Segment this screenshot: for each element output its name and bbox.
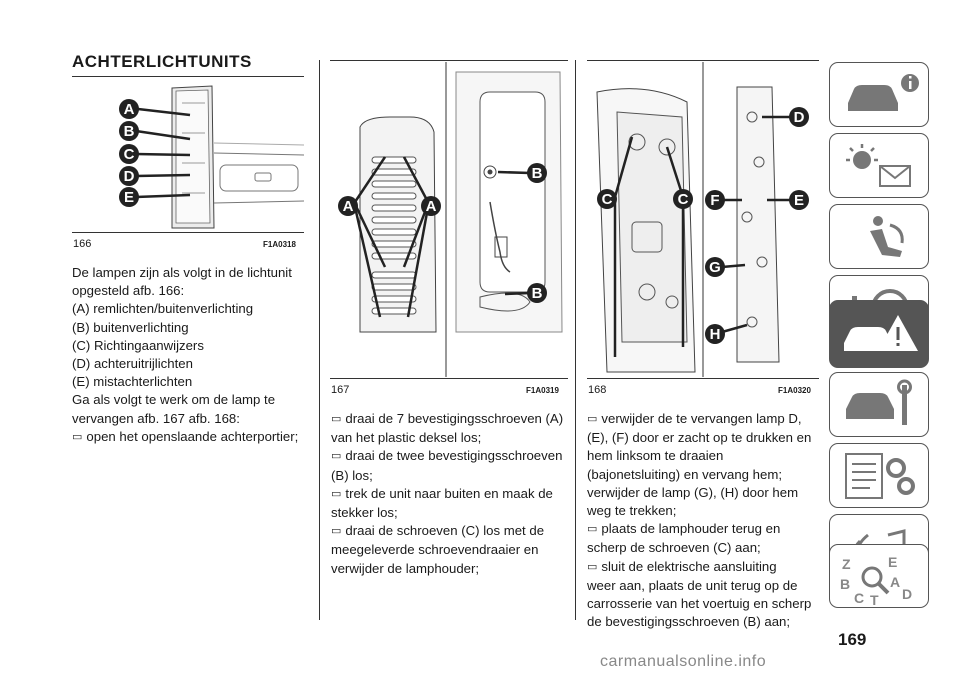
figure-168: C C D E F G H [587, 62, 819, 377]
car-breakdown-icon [844, 315, 918, 351]
tab-index[interactable]: Z E B A C T D [829, 544, 929, 608]
warning-lights-icon [846, 144, 911, 187]
column-1-text: De lampen zijn als volgt in de lichtunit… [72, 264, 312, 447]
index-letter: C [854, 590, 864, 606]
figure-166: A B C D E [72, 83, 305, 230]
tab-maintenance[interactable] [829, 372, 929, 437]
lamp-list-item: (C) Richtingaanwijzers [72, 337, 204, 353]
lamp-list-item: (E) mistachterlichten [72, 374, 193, 390]
figure-number: 166 [73, 238, 92, 250]
fig166-label: B [124, 123, 135, 140]
fig166-label: D [124, 168, 135, 185]
figure-code: F1A0320 [778, 386, 811, 395]
seat-airbag-icon [870, 216, 904, 257]
index-letter: A [890, 574, 900, 590]
figure-code: F1A0318 [263, 240, 296, 249]
technical-data-icon [845, 453, 915, 499]
index-letter: E [888, 554, 897, 570]
procedure-step: draai de schroeven (C) los met de meegel… [331, 522, 569, 578]
index-letter: Z [842, 556, 851, 572]
procedure-step: draai de twee bevestigingsschroeven (B) … [331, 447, 569, 484]
column-3-text: verwijder de te vervangen lamp D, (E), (… [587, 410, 819, 631]
fig168-label: C [602, 191, 613, 208]
procedure-step: open het openslaande achterportier; [72, 428, 312, 447]
figure-rule [330, 378, 568, 379]
index-letter: B [840, 576, 850, 592]
procedure-step: sluit de elektrische aansluiting [587, 558, 819, 577]
fig166-label: A [124, 101, 135, 118]
figure-rule [72, 232, 304, 233]
procedure-step: draai de 7 bevestigingsschroeven (A) van… [331, 410, 569, 447]
page-number: 169 [838, 630, 867, 649]
procedure-step: trek de unit naar buiten en maak de stek… [331, 485, 569, 522]
tab-emergency[interactable] [829, 300, 929, 368]
procedure-step: verwijder de te vervangen lamp D, (E), (… [587, 410, 819, 520]
figure-167: A A B B [330, 62, 568, 377]
fig168-label: D [794, 109, 805, 126]
fig167-label: B [532, 285, 543, 302]
fig167-label: A [426, 198, 437, 215]
title-rule [72, 76, 304, 77]
index-letter: T [870, 592, 879, 607]
figure-167-illustration: A A B B [338, 62, 563, 377]
section-title: ACHTERLICHTUNITS [72, 52, 252, 71]
car-maintenance-icon [846, 379, 912, 425]
figure-rule [587, 60, 819, 61]
footer-watermark: carmanualsonline.info [600, 653, 767, 670]
fig166-label: E [124, 189, 134, 206]
tab-car-info[interactable] [829, 62, 929, 127]
figure-166-illustration: A B C D E [72, 83, 305, 230]
lamp-list-item: (D) achteruitrijlichten [72, 356, 193, 372]
index-letter: D [902, 586, 912, 602]
figure-number: 168 [588, 384, 607, 396]
fig168-label: E [794, 192, 804, 209]
lamp-list-item: (B) buitenverlichting [72, 319, 189, 335]
car-info-icon [848, 74, 919, 111]
fig168-label: H [710, 326, 721, 343]
figure-168-illustration: C C D E F G H [596, 62, 809, 377]
alphabetical-index-icon: Z E B A C T D [840, 554, 912, 607]
procedure-step: plaats de lamphouder terug en scherp de … [587, 520, 819, 557]
procedure-continuation: weer aan, plaats de unit terug op de car… [587, 577, 812, 630]
procedure-intro: Ga als volgt te werk om de lamp te verva… [72, 392, 276, 426]
figure-rule [330, 60, 568, 61]
column-divider [319, 60, 320, 620]
column-2-text: draai de 7 bevestigingsschroeven (A) van… [331, 410, 569, 578]
fig166-label: C [124, 146, 135, 163]
fig168-label: C [678, 191, 689, 208]
column-divider [575, 60, 576, 620]
fig167-label: A [343, 198, 354, 215]
fig168-label: F [710, 192, 719, 209]
fig167-label: B [532, 165, 543, 182]
tab-safety[interactable] [829, 204, 929, 269]
figure-rule [587, 378, 819, 379]
figure-code: F1A0319 [526, 386, 559, 395]
fig168-label: G [709, 259, 721, 276]
tab-technical-data[interactable] [829, 443, 929, 508]
lamp-list-item: (A) remlichten/buitenverlichting [72, 301, 254, 317]
tab-warning-lights[interactable] [829, 133, 929, 198]
figure-number: 167 [331, 384, 350, 396]
intro-text: De lampen zijn als volgt in de lichtunit… [72, 265, 292, 299]
